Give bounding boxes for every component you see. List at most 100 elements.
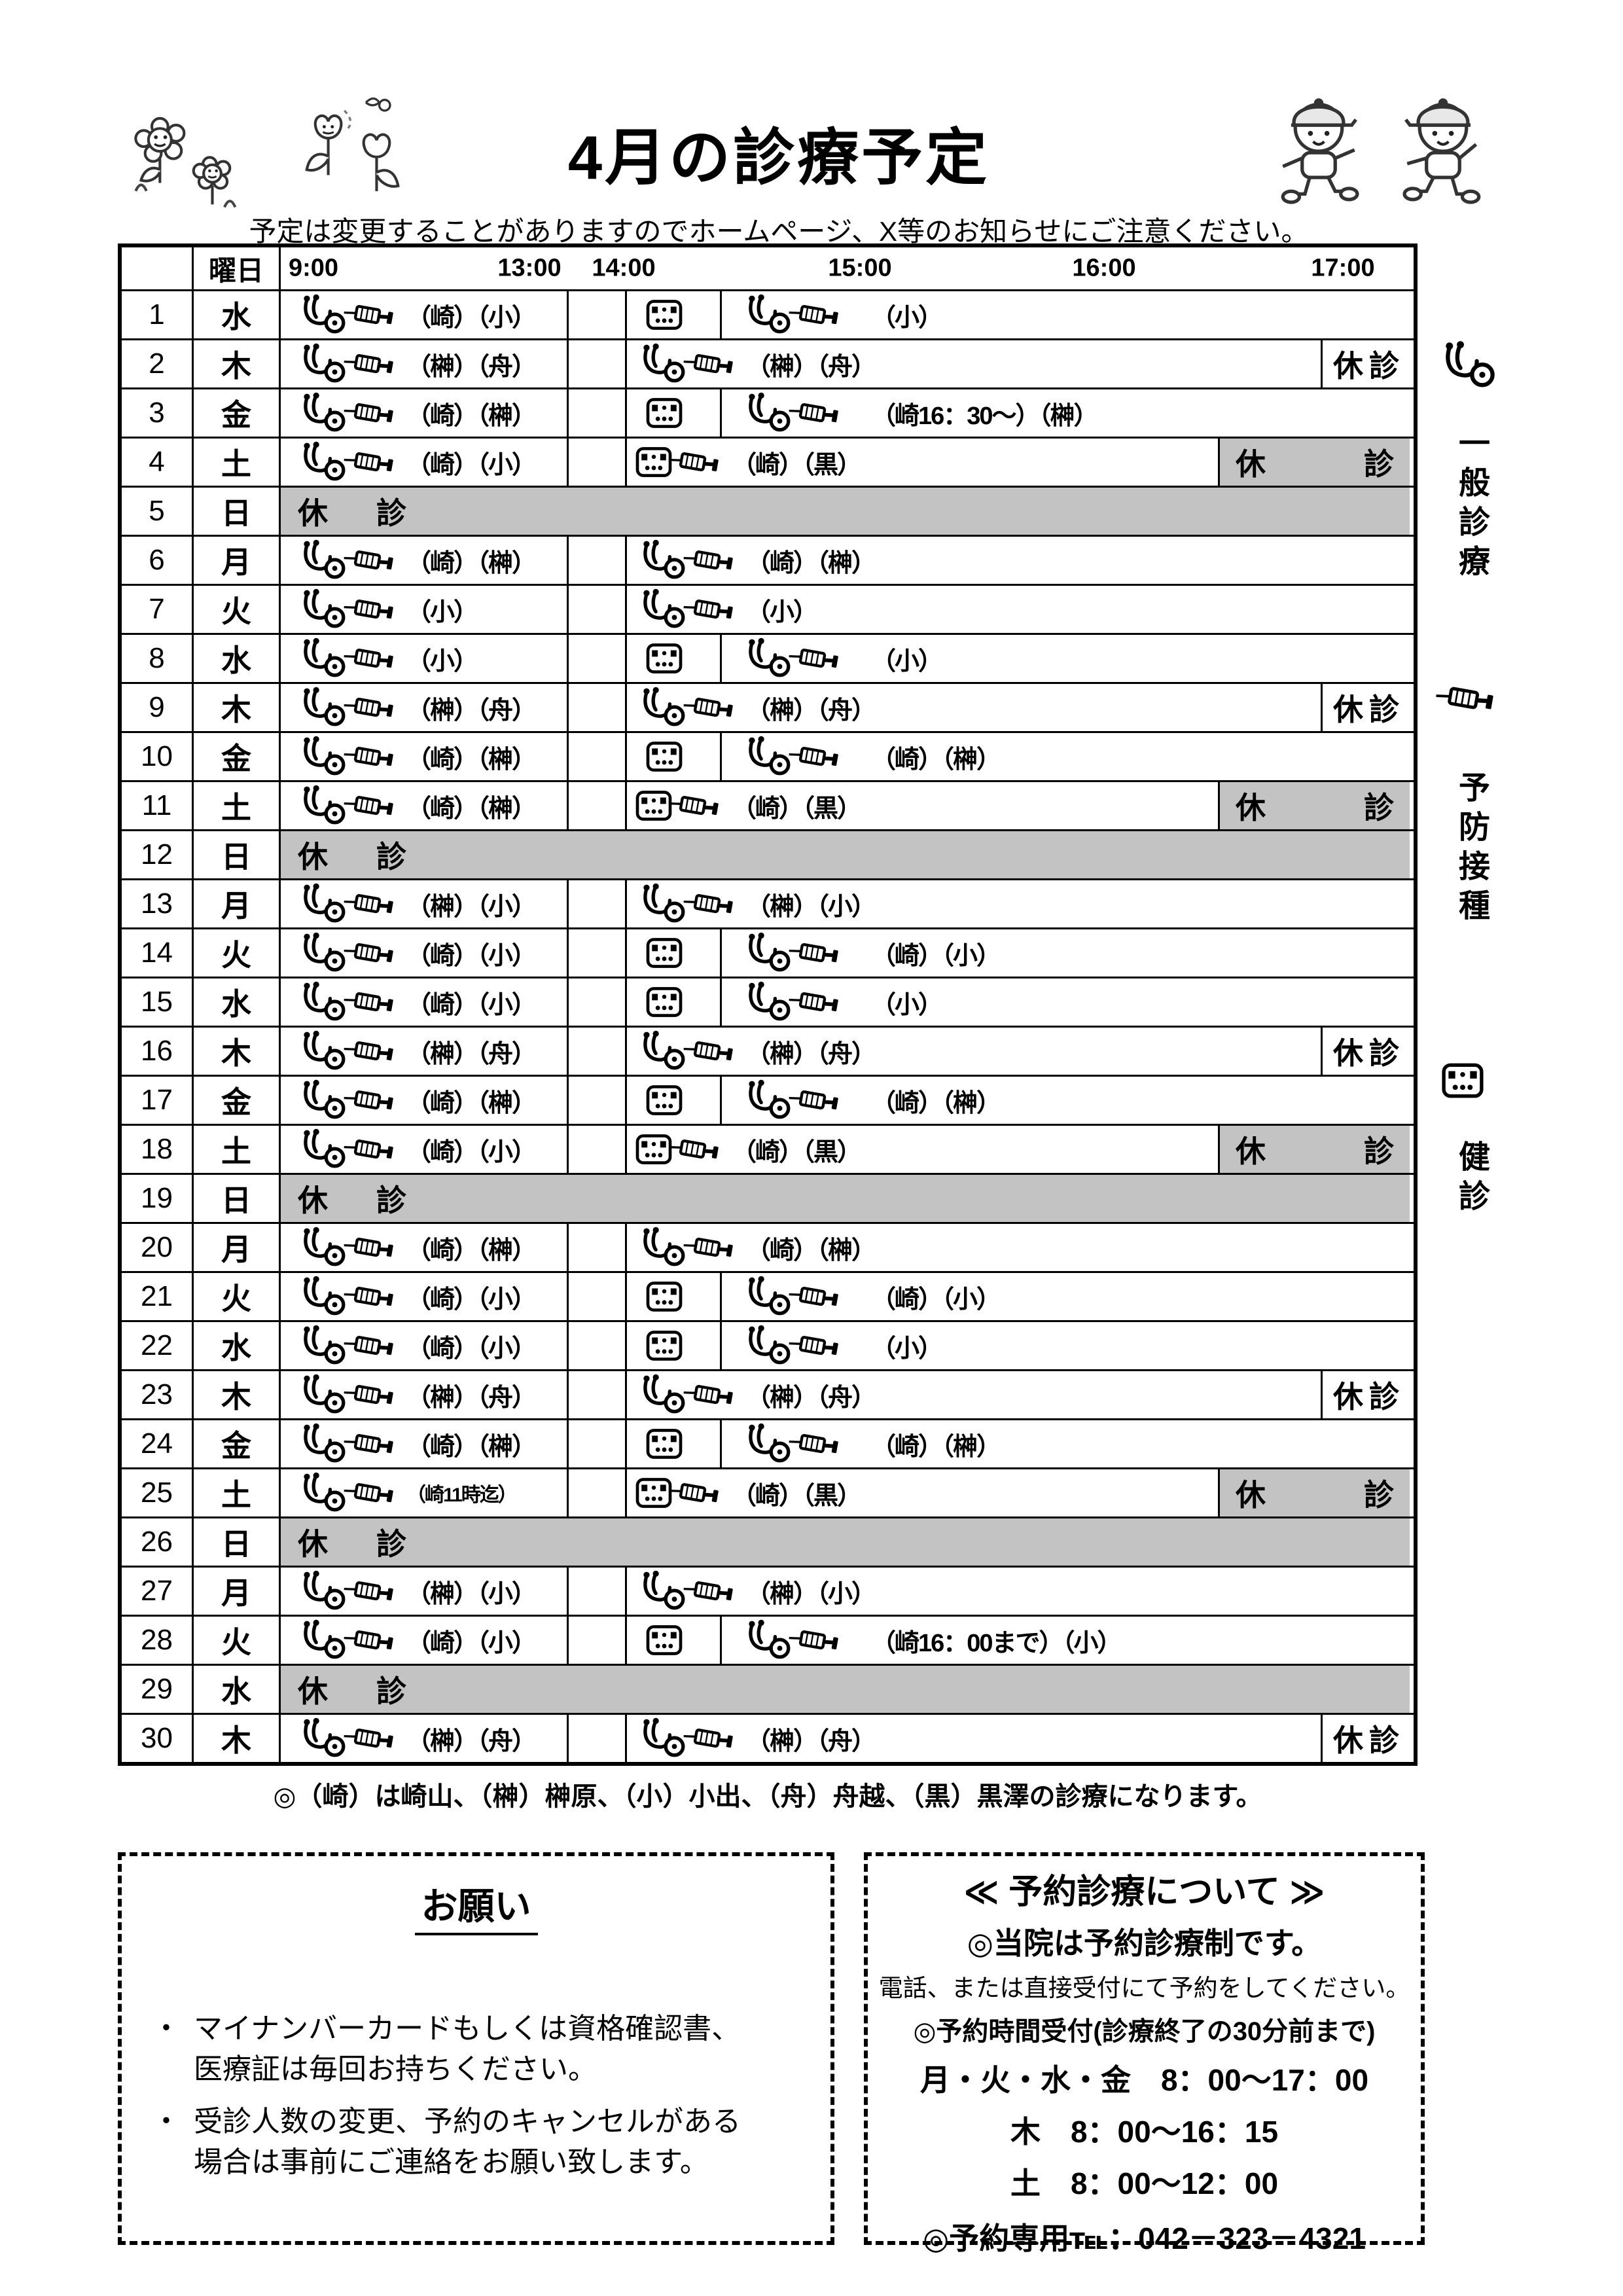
day-timeline: （崎）（榊）（崎）（榊） xyxy=(281,537,1414,584)
doctor-names: （崎）（小） xyxy=(406,942,537,970)
doctor-names: （榊）（舟） xyxy=(746,353,876,381)
day-timeline: （小）（小） xyxy=(281,635,1414,682)
stethoscope-icon xyxy=(741,736,793,778)
doctor-names: （榊）（舟） xyxy=(406,353,537,381)
doctor-names: （崎）（小） xyxy=(406,1138,537,1166)
day-number: 11 xyxy=(122,782,194,829)
checkup-icon xyxy=(645,1280,683,1313)
weekday: 木 xyxy=(194,340,281,387)
lunch-break-cell xyxy=(567,1028,625,1075)
lunch-break-cell xyxy=(567,733,625,780)
time-label: 14:00 xyxy=(592,254,656,282)
reservation-hours: 木 8：00～16：15 xyxy=(1010,2115,1279,2149)
doctor-names: （小） xyxy=(871,304,943,332)
syringe-icon xyxy=(341,789,397,822)
doctor-names: （榊）（舟） xyxy=(746,696,876,725)
legend-general-label: 一般診療 xyxy=(1454,427,1488,584)
closed-text: 休 xyxy=(1236,1478,1266,1512)
closed-text: 診 xyxy=(376,496,406,530)
syringe-icon xyxy=(786,642,842,675)
syringe-icon xyxy=(341,1722,397,1755)
afternoon-cell: （榊）（舟） xyxy=(625,1715,1321,1762)
stethoscope-icon xyxy=(741,1423,793,1465)
doctor-names: （崎）（黒） xyxy=(732,1482,862,1510)
checkup-cell xyxy=(625,733,720,780)
weekday: 木 xyxy=(194,1028,281,1075)
checkup-cell xyxy=(625,978,720,1026)
weekday: 金 xyxy=(194,1420,281,1467)
doctor-names: （崎）（黒） xyxy=(732,1138,862,1166)
day-number: 1 xyxy=(122,291,194,338)
doctor-names: （崎16：30～）（榊） xyxy=(871,402,1099,430)
syringe-icon xyxy=(681,1231,737,1264)
morning-cell: （崎）（榊） xyxy=(281,389,567,437)
reservation-hours: 土 8：00～12：00 xyxy=(1010,2166,1279,2200)
stethoscope-icon xyxy=(636,1227,687,1268)
closed-cell: 休診 xyxy=(281,488,1410,535)
stethoscope-icon xyxy=(1437,340,1497,393)
doctor-names: （崎）（榊） xyxy=(746,1236,876,1265)
stethoscope-icon xyxy=(296,687,348,728)
stethoscope-icon xyxy=(296,441,348,483)
doctor-names: （崎16：00まで）（小） xyxy=(871,1629,1122,1657)
closed-cell: 休診 xyxy=(1218,1469,1410,1516)
day-number: 23 xyxy=(122,1371,194,1418)
doctor-names: （榊）（舟） xyxy=(746,1727,876,1755)
checkup-cell xyxy=(625,1420,720,1467)
time-label: 15:00 xyxy=(828,254,892,282)
day-timeline: （崎）（榊）（崎）（榊） xyxy=(281,1420,1414,1467)
afternoon-cell: （小） xyxy=(720,291,1410,338)
doctor-names: （崎11時迄） xyxy=(406,1484,518,1506)
day-timeline: （榊）（小）（榊）（小） xyxy=(281,880,1414,927)
morning-cell: （崎11時迄） xyxy=(281,1469,567,1516)
morning-cell: （崎）（榊） xyxy=(281,1077,567,1124)
checkup-cell xyxy=(625,291,720,338)
closed-text: 休 xyxy=(1236,447,1266,481)
stethoscope-icon xyxy=(636,343,687,385)
syringe-icon xyxy=(341,986,397,1018)
syringe-icon xyxy=(341,446,397,478)
closed-cell: 休診 xyxy=(281,1666,1410,1713)
doctor-names: （崎）（小） xyxy=(406,991,537,1019)
checkup-icon xyxy=(645,298,683,331)
afternoon-cell: （崎）（榊） xyxy=(720,733,1410,780)
stethoscope-icon xyxy=(296,1374,348,1416)
syringe-icon xyxy=(681,1035,737,1067)
lunch-break-cell xyxy=(567,586,625,633)
afternoon-cell: （榊）（小） xyxy=(625,1568,1410,1615)
stethoscope-icon xyxy=(296,637,348,679)
syringe-icon xyxy=(786,1427,842,1460)
walking-kid-decoration xyxy=(1260,84,1378,215)
morning-cell: （崎）（榊） xyxy=(281,782,567,829)
syringe-icon xyxy=(341,937,397,969)
lunch-break-cell xyxy=(567,1617,625,1664)
stethoscope-icon xyxy=(296,1472,348,1514)
checkup-cell xyxy=(625,389,720,437)
syringe-icon xyxy=(341,1477,397,1509)
weekday: 土 xyxy=(194,782,281,829)
page-title: 4月の診療予定 xyxy=(567,123,990,192)
weekday-header: 曜日 xyxy=(194,247,281,289)
checkup-icon xyxy=(645,1084,683,1117)
stethoscope-icon xyxy=(741,637,793,679)
stethoscope-icon xyxy=(741,1325,793,1367)
morning-cell: （崎）（榊） xyxy=(281,537,567,584)
weekday: 日 xyxy=(194,488,281,535)
stethoscope-icon xyxy=(296,1128,348,1170)
closed-text: 診 xyxy=(376,1674,406,1708)
weekday: 水 xyxy=(194,1322,281,1369)
morning-cell: （榊）（舟） xyxy=(281,684,567,731)
closed-text: 診 xyxy=(1369,349,1399,383)
syringe-icon xyxy=(681,544,737,577)
stethoscope-icon xyxy=(296,1717,348,1759)
syringe-icon xyxy=(666,1477,722,1509)
syringe-icon xyxy=(786,1280,842,1313)
